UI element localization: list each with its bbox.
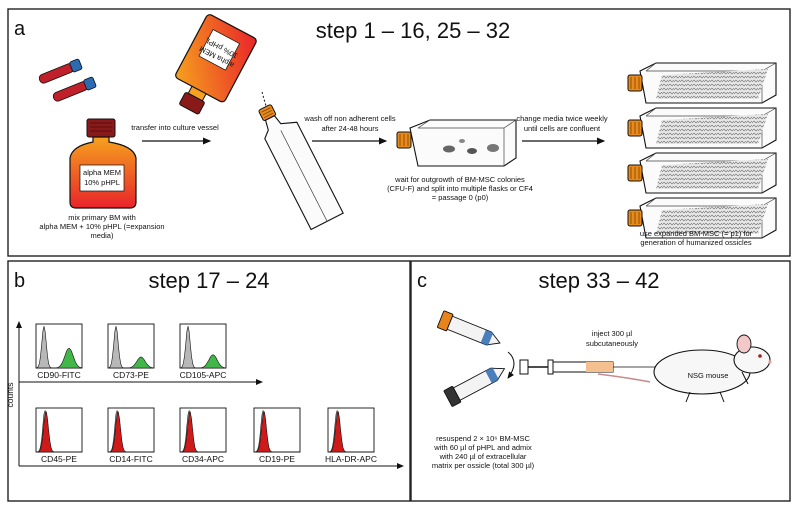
wash-text-line2: after 24-48 hours: [321, 124, 378, 133]
confluent-flask: [627, 62, 777, 104]
bottle-label-line2: 10% pHPL: [84, 178, 120, 187]
colony-text-line1: wait for outgrowth of BM-MSC colonies: [394, 175, 525, 184]
histogram-label: HLA-DR-APC: [325, 454, 377, 464]
confluent-flask: [627, 152, 777, 194]
mouse-icon: NSG mouse: [597, 334, 772, 403]
panel-b-border: [7, 260, 411, 502]
histogram-label: CD19-PE: [259, 454, 295, 464]
histogram-row-negative: CD45-PE CD14-FITC CD34-APC CD19-PE HLA-DR-AP…: [35, 407, 377, 464]
mix-text-line3: media): [91, 231, 114, 240]
colony-text-line2: (CFU-F) and split into multiple flasks o…: [387, 184, 533, 193]
panel-c-border: [410, 260, 791, 502]
histogram-plot: CD45-PE: [35, 407, 83, 464]
mouse-label: NSG mouse: [688, 371, 729, 380]
inject-text-line2: subcutaneously: [586, 339, 638, 348]
blood-tubes-icon: [38, 58, 97, 102]
mix-text-line1: mix primary BM with: [68, 213, 136, 222]
confluent-flasks-stack: [627, 62, 777, 239]
histogram-plot: CD14-FITC: [107, 407, 155, 464]
panel-c-title: step 33 – 42: [538, 268, 659, 293]
panel-a-letter: a: [14, 18, 26, 40]
final-text-line2: generation of humanized ossicles: [640, 238, 752, 247]
histogram-plot: CD105-APC: [179, 323, 227, 380]
histogram-label: CD34-APC: [182, 454, 224, 464]
medium-bottle-icon: alpha MEM 10% pHPL: [69, 118, 137, 209]
conical-tube-bottom-icon: [443, 367, 506, 407]
resuspend-text-line1: resuspend 2 × 10⁶ BM-MSC: [436, 434, 530, 443]
mix-text-line2: alpha MEM + 10% pHPL (=expansion: [39, 222, 164, 231]
resuspend-text-line4: matrix per ossicle (total 300 µl): [432, 461, 535, 470]
histogram-label: CD14-FITC: [109, 454, 152, 464]
bottle-label-line1: alpha MEM: [83, 168, 121, 177]
panel-b-title: step 17 – 24: [148, 268, 269, 293]
histogram-row-positive: CD90-FITC CD73-PE CD105-APC: [35, 323, 227, 380]
histogram-plot: CD34-APC: [179, 407, 227, 464]
change-text-line2: until cells are confluent: [524, 124, 601, 133]
colony-flask-icon: [396, 119, 517, 167]
histogram-plot: CD19-PE: [253, 407, 301, 464]
histogram-plot: HLA-DR-APC: [325, 407, 377, 464]
change-text-line1: change media twice weekly: [516, 114, 608, 123]
resuspend-text-line2: with 60 µl of pHPL and admix: [433, 443, 532, 452]
panel-c-letter: c: [417, 270, 427, 292]
confluent-flask: [627, 197, 777, 239]
final-text-line1: use expanded BM-MSC (= p1) for: [640, 229, 753, 238]
conical-tube-top-icon: [437, 310, 501, 346]
panel-b-letter: b: [14, 270, 25, 292]
panel-a-title: step 1 – 16, 25 – 32: [316, 18, 511, 43]
histogram-label: CD73-PE: [113, 370, 149, 380]
colony-text-line3: = passage 0 (p0): [432, 193, 489, 202]
histogram-plot: CD90-FITC: [35, 323, 83, 380]
histogram-label: CD45-PE: [41, 454, 77, 464]
tilted-flask-icon: [258, 104, 344, 231]
histogram-plot: CD73-PE: [107, 323, 155, 380]
histogram-label: CD90-FITC: [37, 370, 80, 380]
wash-text-line1: wash off non adherent cells: [303, 114, 395, 123]
panel-a-border: [7, 8, 791, 257]
panel-a: a step 1 – 16, 25 – 32 alpha MEM 10% pHP…: [7, 8, 791, 257]
panel-c: c step 33 – 42 inject 300 µl subcutaneou…: [410, 260, 791, 502]
resuspend-text-line3: with 240 µl of extracellular: [439, 452, 527, 461]
histogram-label: CD105-APC: [180, 370, 227, 380]
inject-text-line1: inject 300 µl: [592, 329, 633, 338]
mixing-arc-arrow: [507, 351, 515, 379]
pouring-bottle-icon: alpha MEM 10% pHPL: [175, 14, 257, 115]
confluent-flask: [627, 107, 777, 149]
y-axis-label: counts: [5, 382, 15, 407]
arrow-transfer-text: transfer into culture vessel: [131, 123, 219, 132]
